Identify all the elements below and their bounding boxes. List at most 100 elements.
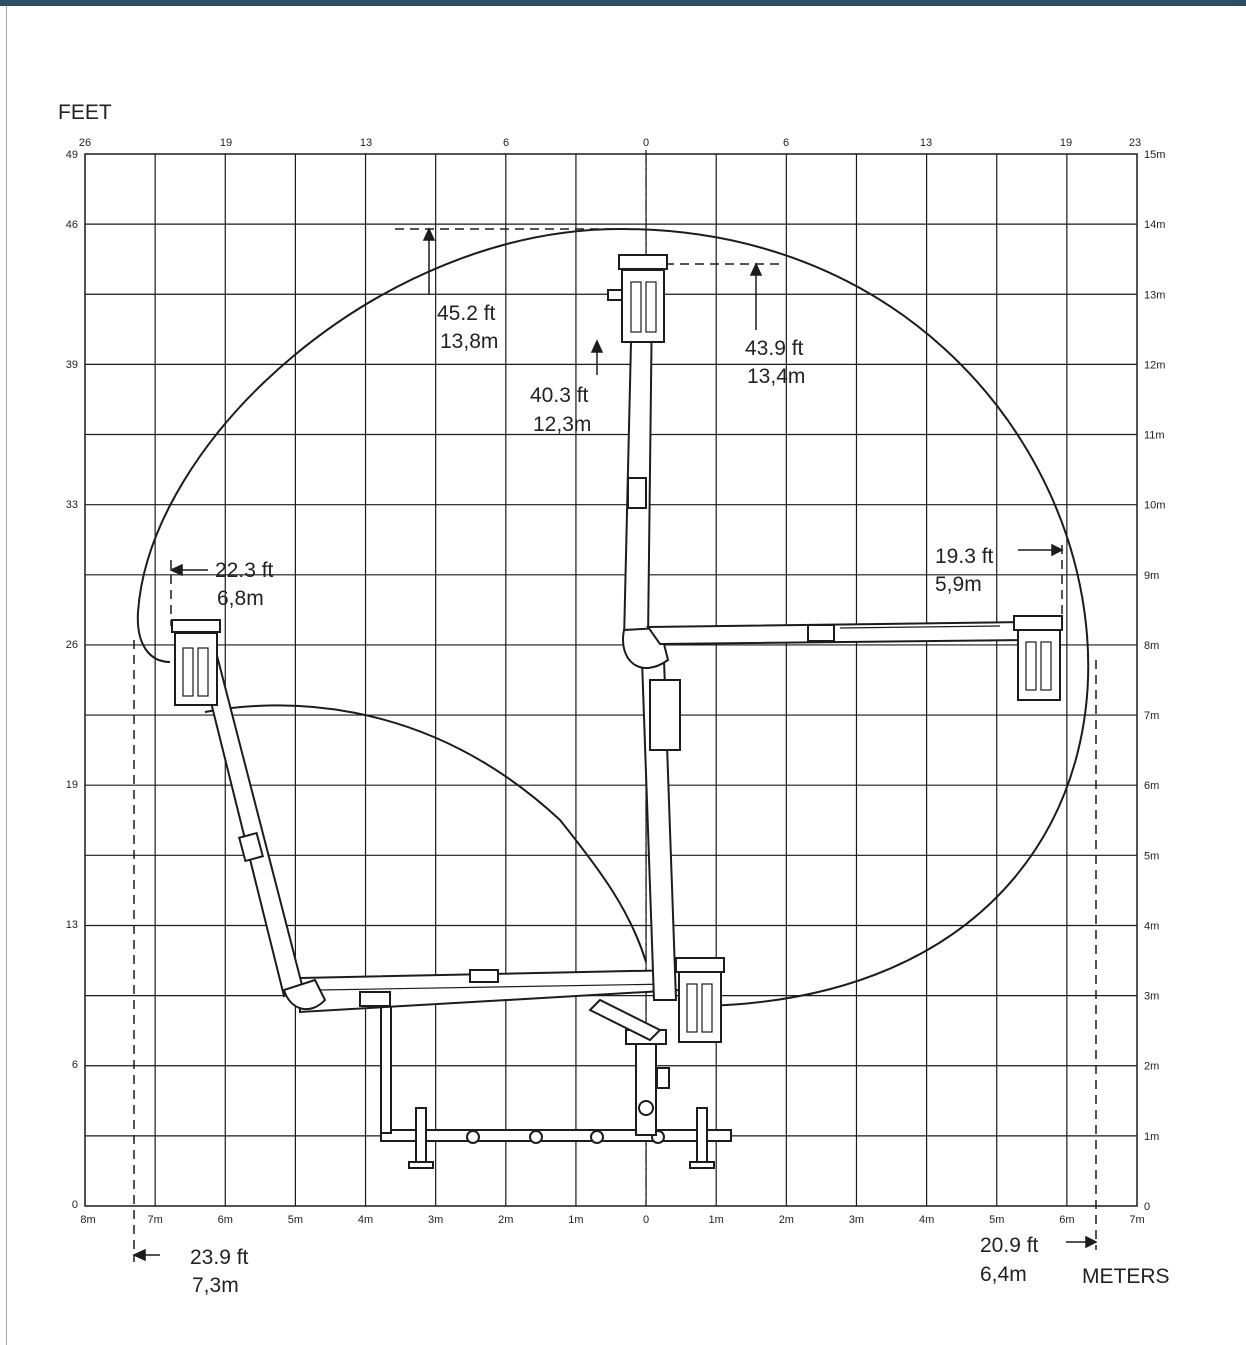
right-meter-tick-label: 8m — [1144, 640, 1159, 652]
boom-joint — [469, 969, 499, 983]
left-basket-rail — [171, 619, 221, 633]
top-feet-tick-label: 0 — [643, 137, 649, 149]
left-outreach-m: 6,8m — [217, 587, 264, 610]
bottom-meter-tick-label: 7m — [147, 1214, 162, 1226]
top-feet-ticks: 26 19 13 6 0 6 13 19 23 — [79, 137, 1141, 149]
right-meter-tick-label: 15m — [1144, 149, 1165, 161]
top-feet-tick-label: 26 — [79, 137, 91, 149]
wheel — [529, 1130, 543, 1144]
left-feet-tick-label: 13 — [66, 919, 78, 931]
left-total-ft: 23.9 ft — [190, 1246, 249, 1269]
vertical-boom-joint — [627, 477, 647, 509]
left-feet-tick-label: 49 — [66, 149, 78, 161]
stowed-basket-rail — [675, 957, 725, 973]
boom-clamp — [359, 991, 391, 1007]
right-outrigger-pad — [689, 1161, 715, 1169]
dimension-arrows — [132, 227, 1098, 1262]
meters-unit-label: METERS — [1082, 1265, 1170, 1288]
grid-lines — [85, 154, 1137, 1206]
right-meter-tick-label: 1m — [1144, 1131, 1159, 1143]
top-feet-tick-label: 19 — [220, 137, 232, 149]
top-feet-tick-label: 19 — [1060, 137, 1072, 149]
left-outrigger-pad — [408, 1161, 434, 1169]
top-feet-tick-label: 13 — [920, 137, 932, 149]
horizontal-upper-boom — [646, 620, 1031, 646]
right-meter-tick-label: 2m — [1144, 1061, 1159, 1073]
top-feet-tick-label: 6 — [783, 137, 789, 149]
rear-upright — [380, 1004, 392, 1134]
bottom-meter-tick-label: 3m — [428, 1214, 443, 1226]
left-feet-tick-label: 39 — [66, 359, 78, 371]
right-outreach-m: 5,9m — [935, 573, 982, 596]
right-outrigger-leg — [696, 1107, 708, 1167]
top-basket — [621, 269, 665, 343]
platform-height-m: 13,4m — [747, 365, 805, 388]
left-knuckle — [282, 978, 327, 1011]
outer-working-envelope — [136, 227, 1090, 1007]
right-meter-tick-label: 13m — [1144, 289, 1165, 301]
top-feet-tick-label: 13 — [360, 137, 372, 149]
left-feet-tick-label: 0 — [72, 1199, 78, 1211]
bottom-meter-tick-label: 6m — [218, 1214, 233, 1226]
cylinder-block — [649, 679, 681, 751]
turret-column — [635, 1039, 657, 1136]
right-total-m: 6,4m — [980, 1263, 1027, 1286]
bottom-meter-tick-label: 1m — [568, 1214, 583, 1226]
top-basket-handle — [607, 289, 623, 301]
left-feet-tick-label: 26 — [66, 639, 78, 651]
wheel — [590, 1130, 604, 1144]
grid-frame — [84, 153, 1138, 1207]
bottom-meter-tick-label: 7m — [1129, 1214, 1144, 1226]
top-feet-tick-label: 23 — [1129, 137, 1141, 149]
right-meter-tick-label: 7m — [1144, 710, 1159, 722]
platform-height-ft: 43.9 ft — [745, 337, 804, 360]
left-feet-tick-label: 19 — [66, 779, 78, 791]
wheel — [466, 1130, 480, 1144]
right-outreach-ft: 19.3 ft — [935, 545, 994, 568]
bottom-meter-tick-label: 6m — [1059, 1214, 1074, 1226]
left-boom-joint — [237, 831, 265, 863]
bottom-meter-tick-label: 8m — [80, 1214, 95, 1226]
floor-height-ft: 40.3 ft — [530, 384, 589, 407]
right-meter-tick-label: 10m — [1144, 500, 1165, 512]
stowed-basket — [678, 971, 722, 1043]
right-meter-tick-label: 0 — [1144, 1201, 1150, 1213]
bottom-meter-tick-label: 4m — [358, 1214, 373, 1226]
left-feet-tick-label: 46 — [66, 219, 78, 231]
left-feet-ticks: 49 46 39 33 26 19 13 6 0 — [66, 149, 78, 1211]
left-outrigger-leg — [415, 1107, 427, 1167]
top-basket-rail — [618, 254, 668, 270]
left-feet-tick-label: 33 — [66, 499, 78, 511]
right-meter-tick-label: 14m — [1144, 219, 1165, 231]
right-basket — [1017, 629, 1061, 701]
right-total-ft: 20.9 ft — [980, 1234, 1039, 1257]
right-meter-tick-label: 9m — [1144, 570, 1159, 582]
right-meter-tick-label: 12m — [1144, 359, 1165, 371]
top-feet-tick-label: 6 — [503, 137, 509, 149]
chassis-beam — [380, 1129, 732, 1142]
right-basket-rail — [1013, 615, 1063, 631]
left-outreach-ft: 22.3 ft — [215, 559, 274, 582]
bottom-meter-tick-label: 2m — [498, 1214, 513, 1226]
bottom-meter-tick-label: 5m — [288, 1214, 303, 1226]
turret-box — [656, 1067, 670, 1089]
bottom-meter-tick-label: 5m — [989, 1214, 1004, 1226]
left-feet-tick-label: 6 — [72, 1059, 78, 1071]
horizontal-boom-joint — [807, 624, 835, 642]
vertical-upper-boom — [622, 299, 654, 641]
right-meter-tick-label: 11m — [1144, 430, 1165, 442]
turret-pivot — [638, 1100, 654, 1116]
left-total-m: 7,3m — [192, 1274, 239, 1297]
lower-link — [588, 998, 662, 1042]
bottom-meter-tick-label: 4m — [919, 1214, 934, 1226]
max-height-m: 13,8m — [440, 330, 498, 353]
left-border-line — [6, 6, 7, 1345]
right-meter-tick-label: 5m — [1144, 850, 1159, 862]
max-height-ft: 45.2 ft — [437, 302, 496, 325]
feet-unit-label: FEET — [58, 101, 112, 124]
aerial-lift-drawing — [171, 254, 1063, 1169]
left-basket — [174, 632, 218, 706]
